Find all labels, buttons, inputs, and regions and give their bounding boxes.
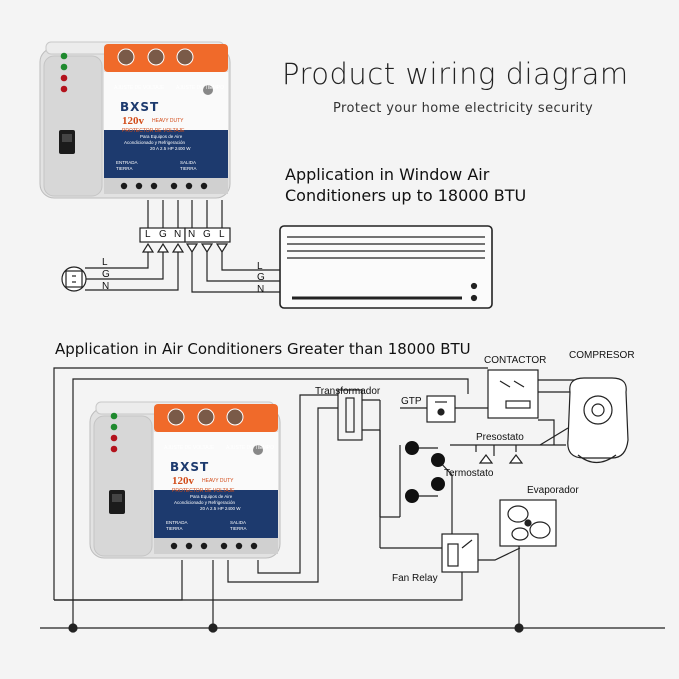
section2-title: Application in Air Conditioners Greater … [55, 340, 471, 358]
device-bottom-dial-label-left: AJUSTE DE VOLTAJE [164, 445, 215, 451]
device-bottom-dial-label-right: AJUSTE DE TIEMPO [226, 445, 274, 451]
page-title: Product wiring diagram [282, 57, 629, 91]
label-transformador: Transformador [315, 386, 381, 397]
device-bottom-salida: SALIDA [230, 520, 247, 525]
plug-label-g: G [102, 269, 110, 280]
device-bottom-spec: 20 A 2.5 HP 2400 W [200, 506, 241, 511]
label-presostato: Presostato [476, 432, 524, 443]
device-top-spec: 20 A 2.5 HP 2400 W [150, 146, 191, 151]
device-top-entrada: ENTRADA [116, 160, 138, 165]
device-bottom-desc2: Acondicionado y Refrigeración [174, 500, 236, 505]
section1-wiring [61, 200, 493, 309]
device-bottom-model: 120v [172, 475, 194, 487]
label-gtp: GTP [401, 396, 422, 407]
terminal-label-1: L [145, 229, 151, 240]
label-evaporador: Evaporador [527, 485, 579, 496]
device-bottom-tierra-in: TIERRA [166, 526, 183, 531]
device-bottom-duty: HEAVY DUTY [202, 478, 234, 484]
junction-dots [405, 441, 445, 503]
plug-label-n: N [102, 281, 110, 292]
terminal-label-4: N [188, 229, 196, 240]
device-top-desc1: Para Equipos de Aire [140, 134, 183, 139]
device-top-model: 120v [122, 115, 144, 127]
device-top-product: PROTECTOR DE VOLTAJE [122, 128, 185, 134]
device-bottom-desc1: Para Equipos de Aire [190, 494, 233, 499]
device-top-dial-label-right: AJUSTE DE TIEMPO [176, 85, 224, 91]
section2-wiring [40, 367, 665, 633]
label-termostato: Termostato [444, 468, 494, 479]
label-fan-relay: Fan Relay [392, 573, 438, 584]
terminal-label-6: L [219, 229, 225, 240]
section1-title-line2: Conditioners up to 18000 BTU [285, 186, 527, 205]
device-bottom-entrada: ENTRADA [166, 520, 188, 525]
device-top-desc2: Acondicionado y Refrigeración [124, 140, 186, 145]
device-top-salida: SALIDA [180, 160, 197, 165]
ac-label-g: G [257, 272, 265, 283]
label-contactor: CONTACTOR [484, 355, 547, 366]
device-bottom-product: PROTECTOR DE VOLTAJE [172, 488, 235, 494]
device-top-brand: BXST [120, 100, 160, 114]
plug-label-l: L [102, 257, 108, 268]
device-top-tierra-out: TIERRA [180, 166, 197, 171]
terminal-label-2: G [159, 229, 167, 240]
ac-label-n: N [257, 284, 265, 295]
terminal-label-5: G [203, 229, 211, 240]
label-compresor: COMPRESOR [569, 350, 635, 361]
terminal-label-3: N [174, 229, 182, 240]
device-top-tierra-in: TIERRA [116, 166, 133, 171]
device-bottom-tierra-out: TIERRA [230, 526, 247, 531]
device-bottom-brand: BXST [170, 460, 210, 474]
page-subtitle: Protect your home electricity security [333, 101, 594, 116]
device-top-dial-label-left: AJUSTE DE VOLTAJE [114, 85, 165, 91]
section1-title-line1: Application in Window Air [285, 165, 490, 184]
ac-label-l: L [257, 261, 263, 272]
device-top-duty: HEAVY DUTY [152, 118, 184, 124]
